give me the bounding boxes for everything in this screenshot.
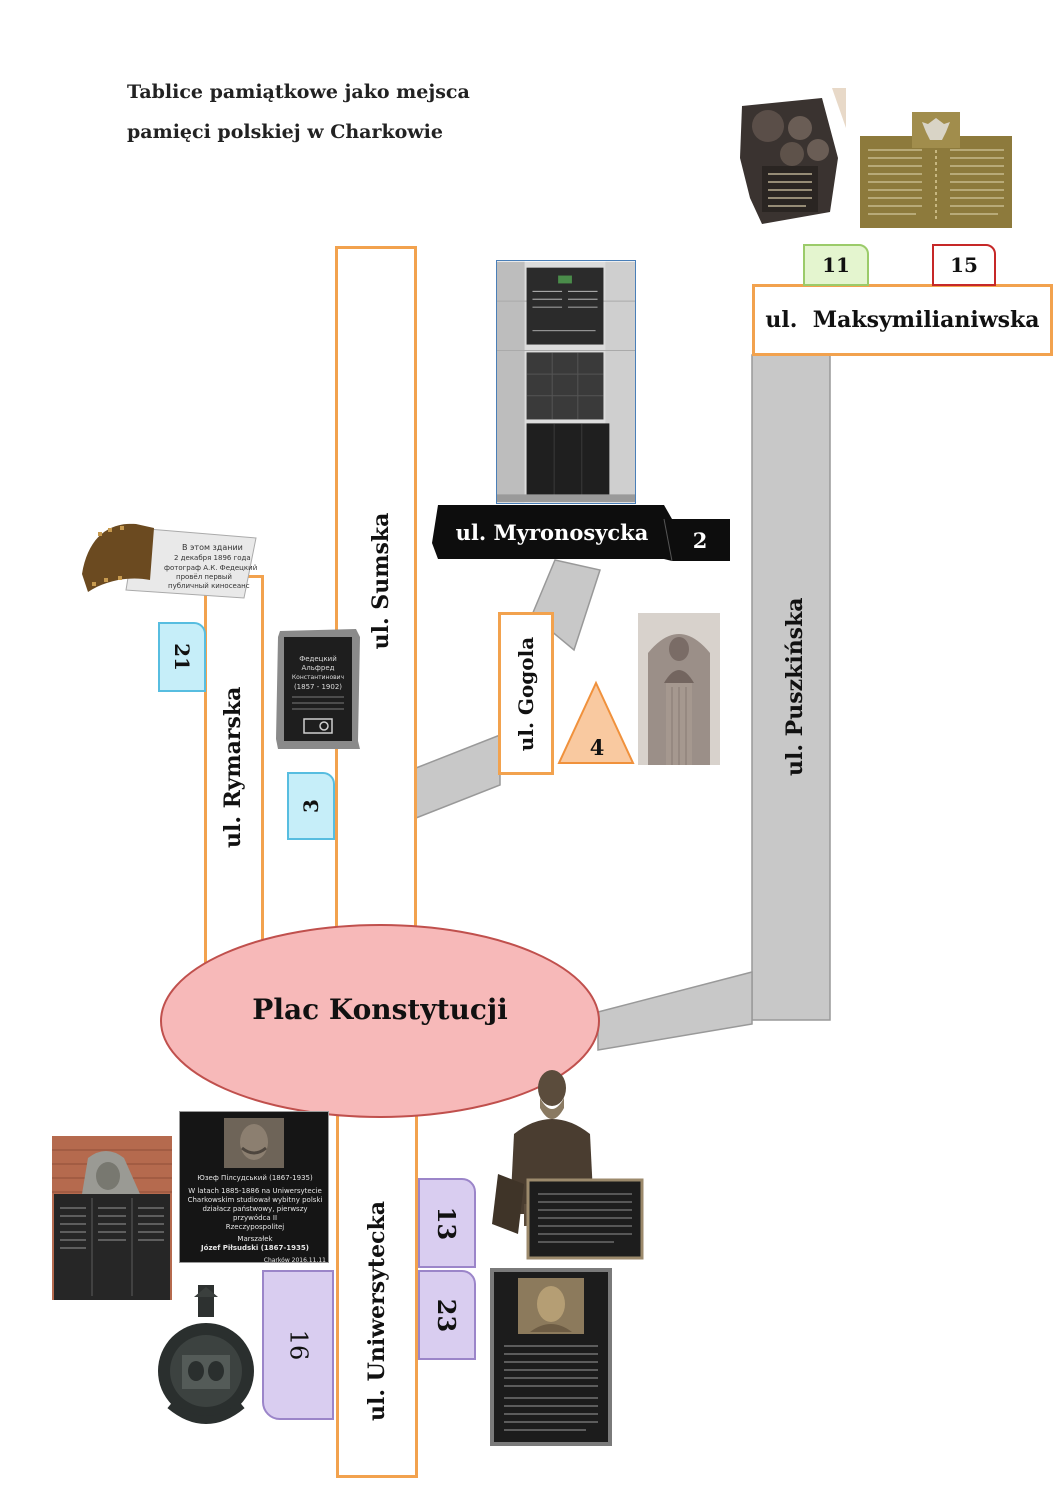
street-myronosycka[interactable] xyxy=(432,503,736,563)
marker-11[interactable]: 11 xyxy=(803,244,869,286)
marker-15-label: 15 xyxy=(950,253,978,277)
street-maksymilianiwska[interactable]: ul. Maksymilianiwska xyxy=(752,284,1053,356)
plac-konstytucji[interactable] xyxy=(158,922,604,1122)
street-gogola[interactable] xyxy=(498,612,554,775)
street-sumska[interactable] xyxy=(335,246,417,954)
plaque-pilsudski-text-7: Józef Piłsudski (1867-1935) xyxy=(201,1244,309,1252)
plaque-pilsudski-text-5: Rzeczypospolitej xyxy=(225,1223,285,1231)
plaque-rymarska-text-2: 2 декабря 1896 года xyxy=(174,554,251,562)
marker-3[interactable]: 3 xyxy=(287,772,335,840)
plaque-sumska-text-4: (1857 - 1902) xyxy=(294,683,342,691)
plaque-pilsudski-text-2: W latach 1885-1886 na Uniwersytecie xyxy=(188,1187,322,1195)
plaque-photo-myronosycka-2 xyxy=(496,260,636,504)
plaque-photo-uniwersytecka-brick xyxy=(52,1136,172,1300)
street-myronosycka-label: ul. Myronosycka xyxy=(455,520,649,545)
plaque-photo-medallion xyxy=(158,1285,254,1424)
marker-4[interactable] xyxy=(557,680,635,766)
marker-16[interactable]: 16 xyxy=(262,1270,334,1420)
marker-16-label: 16 xyxy=(283,1329,312,1361)
marker-2[interactable]: 2 xyxy=(692,528,708,553)
plaque-pilsudski-text-4: działacz państwowy, pierwszy przywódca I… xyxy=(202,1205,308,1222)
plaque-sumska-text-3: Константинович xyxy=(292,674,344,681)
plaque-rymarska-text-5: публичный киносеанс xyxy=(168,582,250,590)
marker-23[interactable]: 23 xyxy=(418,1270,476,1360)
plaque-photo-rymarska-21: В этом здании 2 декабря 1896 года фотогр… xyxy=(82,523,257,599)
plaque-rymarska-text-1: В этом здании xyxy=(182,543,243,552)
marker-15[interactable]: 15 xyxy=(932,244,996,286)
pilsudski-relief-icon xyxy=(224,1118,284,1168)
plaque-pilsudski-text-8: Charków 2016.11.11 xyxy=(263,1257,326,1264)
marker-23-label: 23 xyxy=(432,1298,462,1332)
plaque-pilsudski-text-1: Юзеф Пілсудський (1867-1935) xyxy=(197,1174,313,1182)
marker-13-label: 13 xyxy=(432,1206,462,1240)
plaque-sumska-text-1: Федецкий xyxy=(299,655,337,663)
marker-21[interactable]: 21 xyxy=(158,622,206,692)
street-maksymilianiwska-label: ul. Maksymilianiwska xyxy=(765,307,1040,333)
plac-konstytucji-label: Plac Konstytucji xyxy=(252,993,508,1026)
plaque-photo-uniwersytecka-16: Юзеф Пілсудський (1867-1935) W latach 18… xyxy=(179,1111,329,1264)
road-puszkinska-connector xyxy=(597,971,753,1051)
marker-3-label: 3 xyxy=(298,799,323,813)
marker-21-label: 21 xyxy=(170,643,194,671)
street-uniwersytecka-label: ul. Uniwersytecka xyxy=(364,1201,390,1421)
street-sumska-label: ul. Sumska xyxy=(368,512,394,650)
plaque-rymarska-text-3: фотограф А.К. Федецкий xyxy=(164,564,257,572)
plaque-photo-maksymilianiwska-15 xyxy=(856,110,1016,232)
street-gogola-label: ul. Gogola xyxy=(514,636,538,752)
plaque-pilsudski-text-6: Marszałek xyxy=(237,1235,273,1243)
map-title-line-1: Tablice pamiątkowe jako mejsca xyxy=(127,81,470,103)
marker-11-label: 11 xyxy=(822,253,850,277)
plaque-photo-uniwersytecka-23 xyxy=(490,1268,612,1446)
marker-4-label: 4 xyxy=(589,735,605,760)
street-rymarska[interactable] xyxy=(204,575,264,970)
plaque-photo-gogola-4 xyxy=(638,613,720,765)
plaque-sumska-text-2: Альфред xyxy=(302,664,335,672)
plaque-photo-sumska-3: Федецкий Альфред Константинович (1857 - … xyxy=(276,629,360,749)
marker-13[interactable]: 13 xyxy=(418,1178,476,1268)
map-title-line-2: pamięci polskiej w Charkowie xyxy=(127,121,443,143)
plaque-rymarska-text-4: провёл первый xyxy=(176,573,232,581)
road-gogola-connector xyxy=(415,733,501,820)
plaque-photo-uniwersytecka-13 xyxy=(492,1070,644,1260)
plaque-pilsudski-text-3: Charkowskim studiował wybitny polski xyxy=(187,1196,323,1204)
plaque-photo-maksymilianiwska-11 xyxy=(722,88,846,228)
street-puszkinska-label: ul. Puszkińska xyxy=(782,597,808,776)
street-rymarska-label: ul. Rymarska xyxy=(220,686,246,848)
